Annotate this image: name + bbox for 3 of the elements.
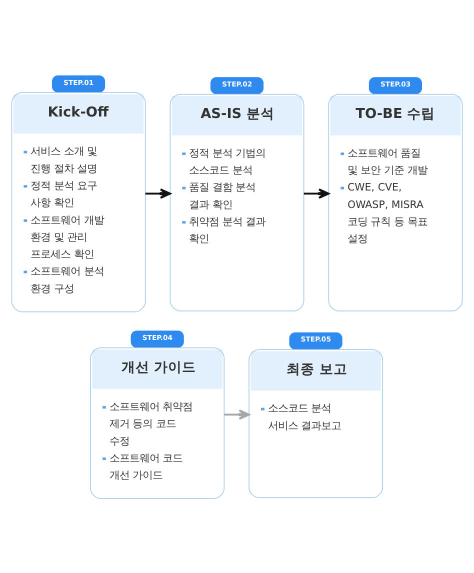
arrow bbox=[145, 188, 172, 198]
arrow bbox=[304, 188, 330, 198]
arrow bbox=[224, 408, 250, 420]
